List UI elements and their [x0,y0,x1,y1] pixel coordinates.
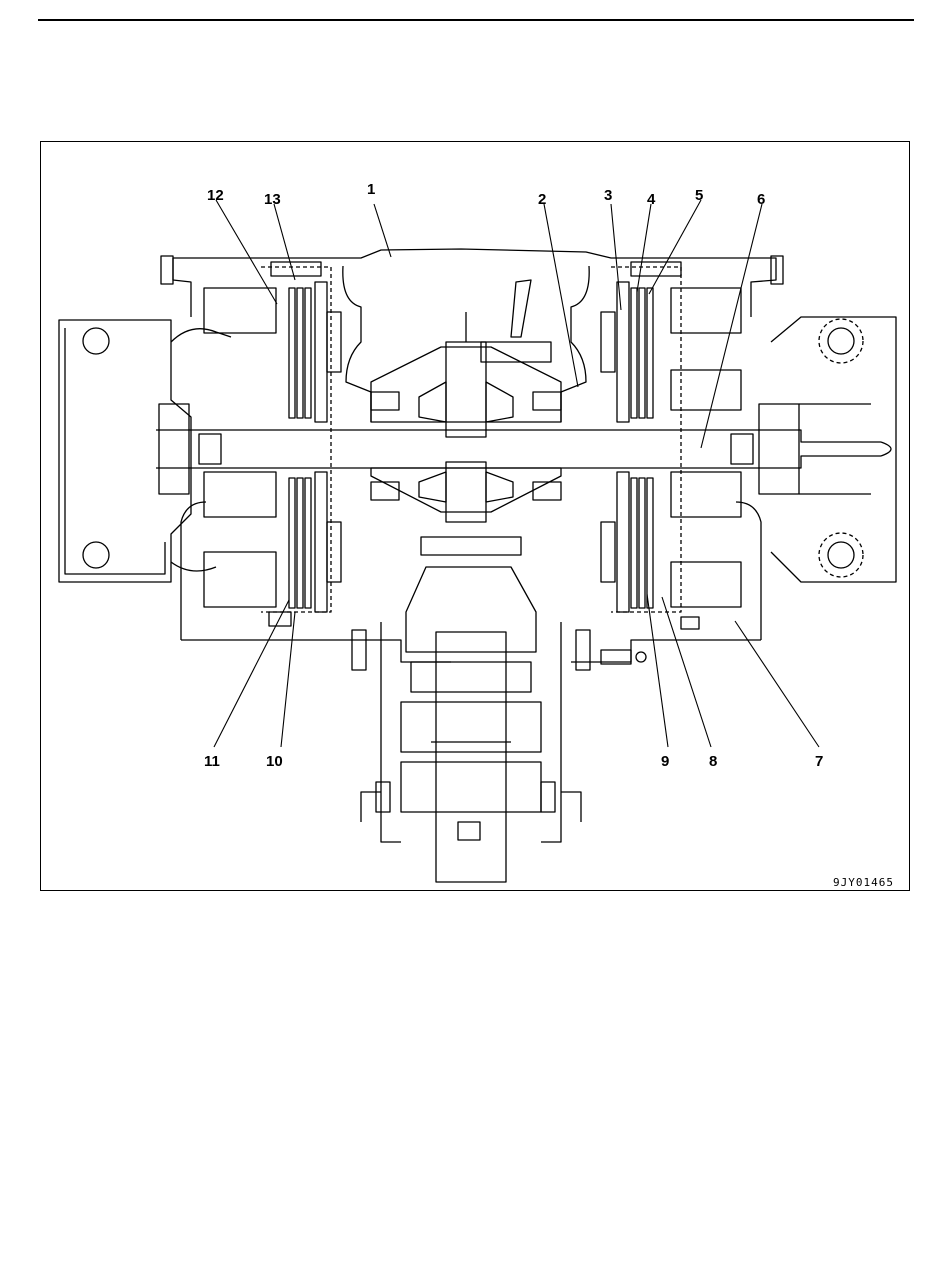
callout-3: 3 [604,187,612,204]
right-brake-pack [601,267,741,612]
left-axle-arm [59,320,231,582]
callout-4: 4 [647,191,656,208]
callout-8: 8 [709,753,717,770]
header-rule [38,19,914,21]
leader-6 [701,204,762,448]
right-axle-arm [771,317,896,582]
callout-9: 9 [661,753,669,770]
top-flange-bolts [161,256,783,284]
callout-5: 5 [695,187,703,204]
axle-shaft [156,404,891,494]
callout-labels: 12 13 1 2 3 4 5 6 11 10 9 8 7 9JY01465 [204,181,894,889]
callout-1: 1 [367,181,375,198]
leader-1 [374,204,391,257]
leader-4 [637,204,651,292]
leader-7 [735,621,819,747]
axle-cross-section-diagram: 12 13 1 2 3 4 5 6 11 10 9 8 7 9JY01465 [41,142,910,891]
leader-3 [611,204,621,310]
callout-13: 13 [264,191,281,208]
leader-9 [647,594,668,747]
leader-2 [544,204,578,387]
leader-10 [281,612,295,747]
callout-12: 12 [207,187,224,204]
leader-5 [649,200,701,294]
figure-id: 9JY01465 [833,876,894,889]
leader-13 [274,204,295,280]
misc-fittings [269,612,699,664]
differential-case [173,249,776,662]
leader-8 [662,597,711,747]
leader-11 [214,600,289,747]
pinion-shaft [352,567,590,882]
callout-7: 7 [815,753,823,770]
callout-6: 6 [757,191,765,208]
callout-2: 2 [538,191,546,208]
differential-gears [371,280,561,555]
figure-frame: 12 13 1 2 3 4 5 6 11 10 9 8 7 9JY01465 [40,141,910,891]
left-brake-pack [204,267,341,612]
callout-10: 10 [266,753,283,770]
callout-11: 11 [204,753,220,770]
